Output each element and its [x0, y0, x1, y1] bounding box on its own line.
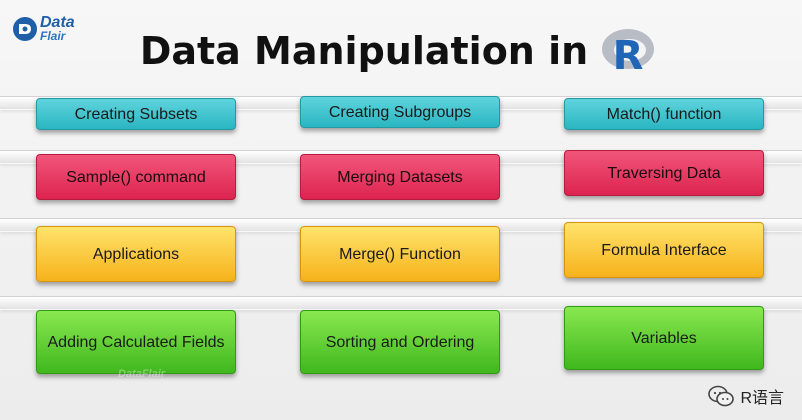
topic-label: Applications: [92, 245, 180, 263]
topic-formula-interface: Formula Interface: [564, 222, 764, 278]
topic-creating-subgroups: Creating Subgroups: [300, 96, 500, 128]
title-text: Data Manipulation in: [139, 29, 589, 73]
topic-sample-command: Sample() command: [36, 154, 236, 200]
topic-match-function: Match() function: [564, 98, 764, 130]
topic-creating-subsets: Creating Subsets: [36, 98, 236, 130]
topic-merge-function: Merge() Function: [300, 226, 500, 282]
topic-merging-datasets: Merging Datasets: [300, 154, 500, 200]
brand-line-1: Data: [40, 14, 75, 31]
brand-line-2: Flair: [40, 29, 66, 43]
topic-adding-calculated-fields: Adding Calculated Fields: [36, 310, 236, 374]
wechat-icon: [708, 385, 735, 407]
dataflair-logo: Data Flair: [12, 12, 92, 48]
wechat-channel: R语言: [708, 384, 784, 408]
wechat-channel-name: R语言: [740, 390, 784, 407]
topic-label: Formula Interface: [601, 241, 727, 259]
topic-label: Merging Datasets: [337, 168, 463, 186]
topic-variables: Variables: [564, 306, 764, 370]
topic-label: Merge() Function: [339, 245, 461, 263]
topic-label: Match() function: [606, 105, 722, 123]
r-logo-icon: R: [602, 29, 655, 79]
r-logo-letter: R: [613, 33, 644, 79]
topic-label: Sample() command: [66, 168, 206, 186]
topic-label: Creating Subgroups: [328, 103, 472, 121]
topic-label: Traversing Data: [607, 164, 721, 182]
topic-label: Adding Calculated Fields: [47, 333, 225, 351]
watermark: DataFlair: [118, 368, 166, 380]
topic-label: Creating Subsets: [74, 105, 198, 123]
topic-label: Sorting and Ordering: [325, 333, 475, 351]
topic-label: Variables: [631, 329, 697, 347]
dataflair-logo-icon: [13, 17, 37, 41]
topic-sorting-and-ordering: Sorting and Ordering: [300, 310, 500, 374]
page-title: Data Manipulation in R: [0, 22, 802, 80]
topic-traversing-data: Traversing Data: [564, 150, 764, 196]
topic-applications: Applications: [36, 226, 236, 282]
